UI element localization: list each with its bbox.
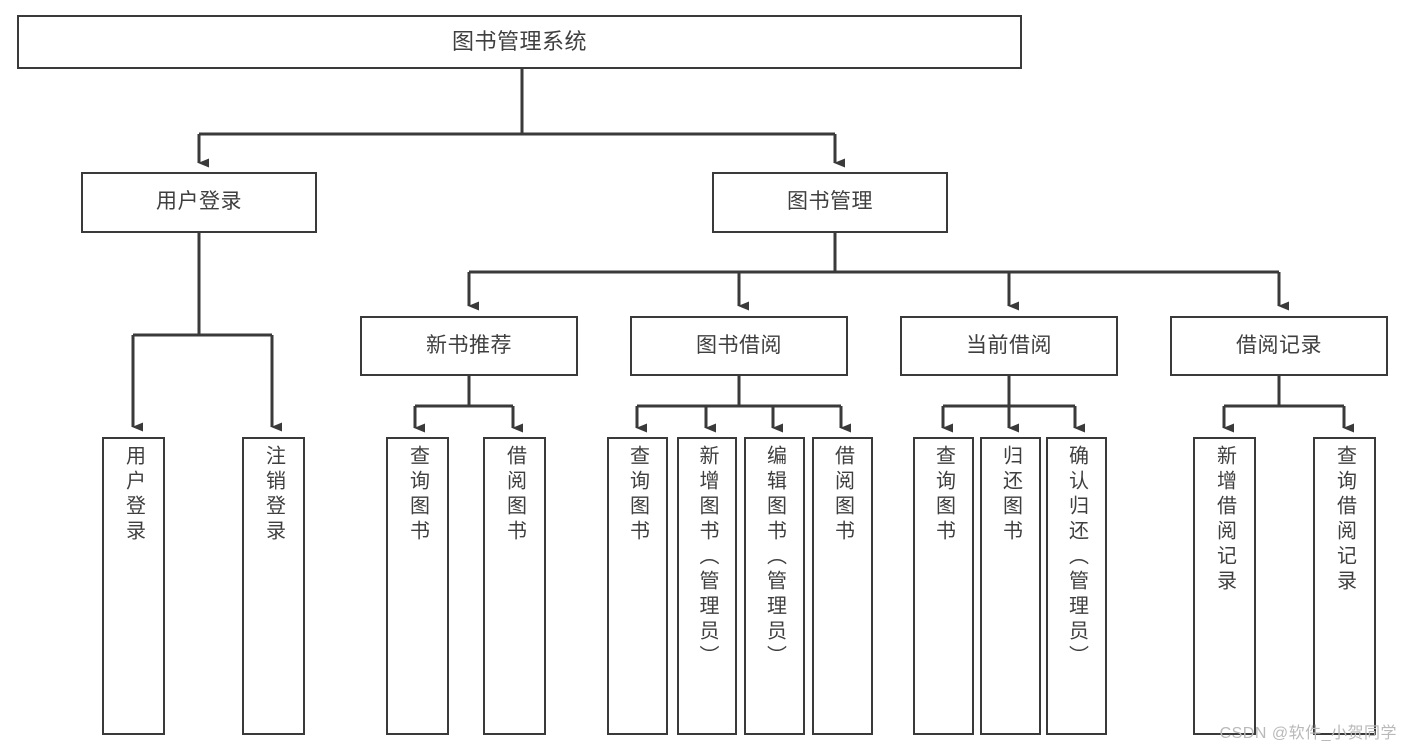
node-leaf-query-book-1[interactable]: 查询图书 [386,437,449,735]
node-leaf-query-record[interactable]: 查询借阅记录 [1313,437,1376,735]
node-leaf-logout-login[interactable]: 注销登录 [242,437,305,735]
node-leaf-user-login-label: 用户登录 [122,445,145,545]
node-book-management-label: 图书管理 [787,190,873,214]
node-leaf-confirm-return[interactable]: 确认归还（管理员） [1046,437,1107,735]
node-leaf-borrow-book-1-label: 借阅图书 [503,445,526,545]
node-leaf-borrow-book-2[interactable]: 借阅图书 [812,437,873,735]
node-book-borrow[interactable]: 图书借阅 [630,316,848,376]
node-new-book-recommend-label: 新书推荐 [426,333,512,357]
node-user-login-label: 用户登录 [156,190,242,214]
node-leaf-query-book-3-label: 查询图书 [932,445,955,545]
node-leaf-borrow-book-2-label: 借阅图书 [831,445,854,545]
node-user-login[interactable]: 用户登录 [81,172,317,233]
node-borrow-record[interactable]: 借阅记录 [1170,316,1388,376]
node-book-management[interactable]: 图书管理 [712,172,948,233]
node-leaf-query-book-1-label: 查询图书 [406,445,429,545]
csdn-watermark: CSDN @软件_小贺同学 [1219,725,1397,742]
node-leaf-confirm-return-label: 确认归还（管理员） [1065,445,1088,670]
node-leaf-edit-book-label: 编辑图书（管理员） [763,445,786,670]
node-leaf-query-record-label: 查询借阅记录 [1333,445,1356,595]
node-leaf-add-book-label: 新增图书（管理员） [696,445,718,670]
node-leaf-user-login[interactable]: 用户登录 [102,437,165,735]
node-leaf-return-book[interactable]: 归还图书 [980,437,1041,735]
node-leaf-logout-login-label: 注销登录 [262,445,285,545]
node-leaf-add-record-label: 新增借阅记录 [1213,445,1236,595]
node-leaf-return-book-label: 归还图书 [999,445,1022,545]
node-book-borrow-label: 图书借阅 [696,333,782,357]
node-root-label: 图书管理系统 [451,29,587,55]
node-new-book-recommend[interactable]: 新书推荐 [360,316,578,376]
node-leaf-query-book-2-label: 查询图书 [626,445,649,545]
node-leaf-borrow-book-1[interactable]: 借阅图书 [483,437,546,735]
node-leaf-add-book[interactable]: 新增图书（管理员） [677,437,737,735]
node-leaf-query-book-3[interactable]: 查询图书 [913,437,974,735]
node-leaf-edit-book[interactable]: 编辑图书（管理员） [744,437,805,735]
node-borrow-record-label: 借阅记录 [1236,333,1322,357]
node-current-borrow[interactable]: 当前借阅 [900,316,1118,376]
node-leaf-query-book-2[interactable]: 查询图书 [607,437,668,735]
node-leaf-add-record[interactable]: 新增借阅记录 [1193,437,1256,735]
node-current-borrow-label: 当前借阅 [966,333,1052,357]
node-root[interactable]: 图书管理系统 [17,15,1022,69]
